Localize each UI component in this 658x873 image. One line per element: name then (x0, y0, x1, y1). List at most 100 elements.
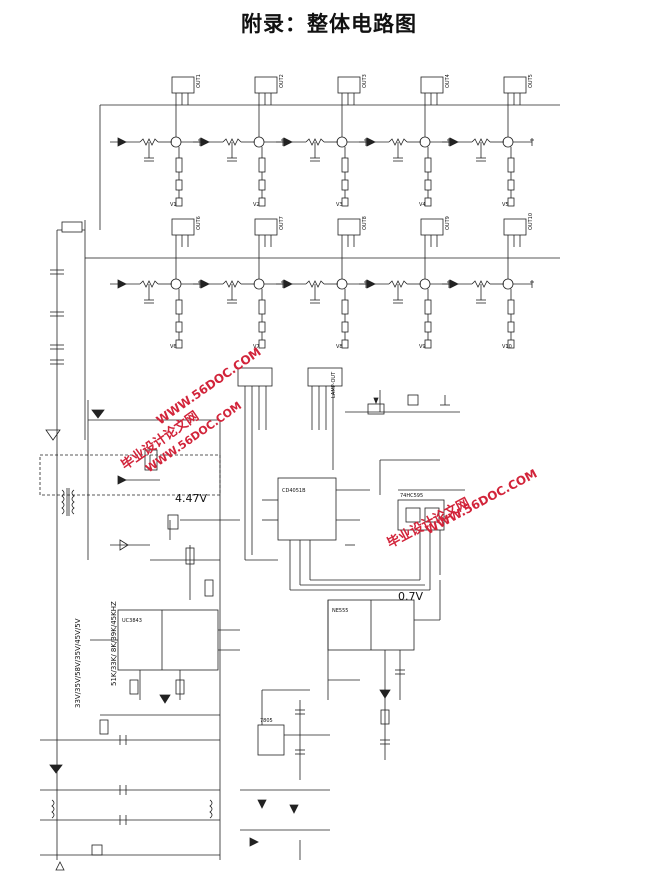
input-label: V3 (336, 202, 343, 208)
input-label: V9 (419, 344, 426, 350)
label-voltage-list: 33V/35V/58V/35V/45V/5V (74, 618, 82, 708)
input-label: V6 (170, 344, 177, 350)
input-pin (507, 197, 515, 207)
series-resistor (139, 138, 159, 146)
series-resistor (305, 138, 325, 146)
bias-resistor (341, 299, 349, 315)
output-connector (171, 218, 195, 236)
input-label: V2 (253, 202, 260, 208)
output-label: OUT7 (279, 216, 285, 230)
series-resistor (305, 280, 325, 288)
pwm-controller (90, 609, 240, 735)
bias-resistor (258, 321, 266, 333)
output-label: OUT4 (445, 74, 451, 88)
switch-transistor (336, 278, 348, 290)
bias-resistor (258, 179, 266, 191)
input-label: V10 (502, 344, 512, 350)
label-ic-timer: NE555 (332, 608, 348, 614)
watermark-3-url: WWW.56DOC.COM (423, 466, 539, 537)
input-label: V8 (336, 344, 343, 350)
display-switch-block (397, 489, 465, 590)
input-pin (258, 197, 266, 207)
input-label: V5 (502, 202, 509, 208)
input-pin (341, 197, 349, 207)
input-pin (258, 339, 266, 349)
input-pin (424, 197, 432, 207)
voltage-regulator (240, 689, 330, 860)
input-label: V1 (170, 202, 177, 208)
bias-resistor (424, 157, 432, 173)
filter-capacitors (50, 269, 64, 365)
label-lamp-out: LAMP-OUT (331, 371, 337, 398)
input-label: V7 (253, 344, 260, 350)
adjust-potentiometer (345, 390, 460, 415)
bias-resistor (424, 321, 432, 333)
series-resistor (471, 280, 491, 288)
output-connector (254, 218, 278, 236)
output-label: OUT9 (445, 216, 451, 230)
input-label: V4 (419, 202, 426, 208)
output-label: OUT5 (528, 74, 534, 88)
bias-resistor (175, 321, 183, 333)
switch-transistor (253, 136, 265, 148)
bias-resistor (507, 299, 515, 315)
switch-transistor (170, 136, 182, 148)
input-pin (175, 339, 183, 349)
series-resistor (388, 280, 408, 288)
input-pin (341, 339, 349, 349)
output-label: OUT6 (196, 216, 202, 230)
input-pin (424, 339, 432, 349)
output-connector (337, 76, 361, 94)
output-channel-bank: OUT1V1OUT2V2OUT3V3OUT4V4OUT5V5OUT6V6OUT7… (110, 74, 534, 350)
bias-resistor (341, 157, 349, 173)
output-connector (254, 76, 278, 94)
switch-transistor (253, 278, 265, 290)
bias-resistor (258, 299, 266, 315)
bias-resistor (175, 299, 183, 315)
bias-resistor (175, 157, 183, 173)
output-label: OUT10 (528, 213, 534, 230)
bias-resistor (424, 179, 432, 191)
left-bus-lines (56, 104, 560, 860)
switch-transistor (502, 278, 514, 290)
label-0v7: 0.7V (398, 590, 423, 603)
bias-resistor (507, 157, 515, 173)
series-resistor (388, 138, 408, 146)
output-connector (503, 218, 527, 236)
label-frequency-list: 51K/33K/ 8K/39K/45KHZ (110, 601, 118, 686)
controller-ic (244, 430, 440, 591)
label-ic-pwm: UC3843 (122, 618, 142, 624)
series-resistor (222, 280, 242, 288)
output-label: OUT1 (196, 74, 202, 88)
output-connector (420, 76, 444, 94)
switch-transistor (419, 278, 431, 290)
label-4v47: 4.47V (175, 492, 207, 505)
bias-resistor (507, 321, 515, 333)
series-resistor (471, 138, 491, 146)
page-title: 附录：整体电路图 (241, 12, 417, 36)
output-connector (503, 76, 527, 94)
series-resistor (139, 280, 159, 288)
series-resistor (222, 138, 242, 146)
output-connector (337, 218, 361, 236)
bias-resistor (424, 299, 432, 315)
bias-resistor (341, 321, 349, 333)
timer-section (327, 580, 441, 760)
label-ic-switch: 74HC595 (400, 493, 423, 499)
label-ic-mcu: CD4051B (282, 488, 306, 494)
switching-converter (39, 400, 240, 860)
input-pin (175, 197, 183, 207)
output-connector (420, 218, 444, 236)
input-rectifier (40, 735, 220, 871)
